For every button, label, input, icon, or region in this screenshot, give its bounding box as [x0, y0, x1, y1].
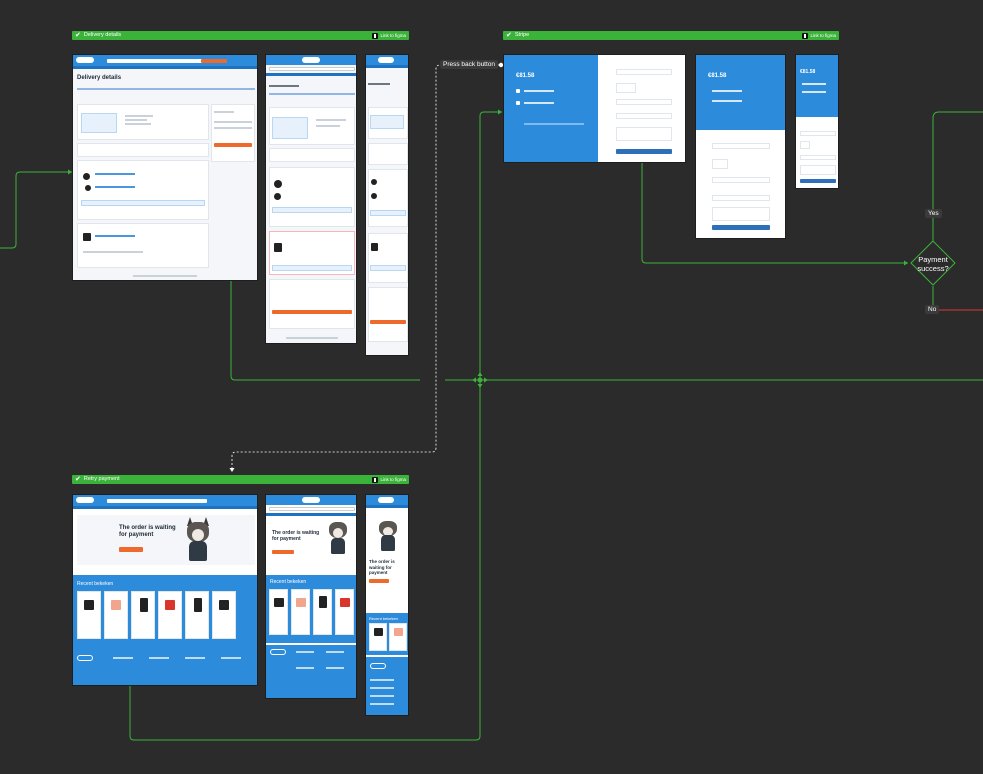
retry-desktop-screen: The order is waiting for payment Recent …: [72, 494, 258, 686]
site-footer: [266, 645, 356, 698]
delivery-tablet-screen: [265, 54, 357, 344]
section-title: Delivery details: [83, 32, 122, 38]
retry-heading: The order is waiting for payment: [119, 525, 176, 538]
section-title: Retry payment: [83, 476, 120, 482]
search-input[interactable]: [107, 59, 207, 63]
figma-link[interactable]: Link to figma: [802, 31, 836, 40]
search-input[interactable]: [269, 67, 355, 71]
yes-label: Yes: [925, 209, 942, 218]
webshop-logo: [302, 57, 320, 63]
stripe-desktop-screen: €81.58: [503, 54, 686, 163]
site-footer: [366, 657, 408, 715]
check-icon: ✔: [75, 476, 81, 483]
section-header-stripe: ✔Stripe Link to figma: [503, 31, 839, 40]
retry-heading: The order is waiting for payment: [369, 559, 395, 575]
check-icon: ✔: [506, 32, 512, 39]
retry-tablet-screen: The order is waiting for payment Recent …: [265, 494, 357, 699]
order-total: €81.58: [708, 73, 727, 79]
delivery-desktop-screen: Delivery details: [72, 54, 258, 281]
dog-illustration: [183, 517, 213, 563]
retry-mobile-screen: The order is waiting for payment Recent …: [365, 494, 409, 716]
figma-icon: [372, 32, 379, 39]
delivery-mobile-screen: [365, 54, 409, 356]
search-input[interactable]: [107, 499, 207, 503]
webshop-logo: [378, 57, 394, 63]
section-title: Stripe: [514, 32, 530, 38]
retry-pay-button[interactable]: [272, 550, 294, 554]
email-field[interactable]: [616, 69, 672, 75]
site-footer: [73, 651, 257, 685]
back-button-label: Press back button: [440, 60, 499, 69]
figma-icon: [372, 476, 379, 483]
stripe-tablet-screen: €81.58: [695, 54, 786, 239]
figma-icon: [802, 32, 809, 39]
webshop-logo: [302, 497, 320, 503]
section-header-delivery: ✔Delivery details Link to figma: [72, 31, 409, 40]
pay-button[interactable]: [214, 143, 252, 147]
pay-button[interactable]: [272, 310, 352, 314]
webshop-logo: [76, 497, 94, 503]
connector-incoming: [0, 171, 72, 249]
dog-illustration: [326, 520, 350, 558]
webshop-logo: [76, 57, 94, 63]
figma-link[interactable]: Link to figma: [372, 31, 406, 40]
webshop-logo: [378, 497, 394, 503]
pay-button[interactable]: [370, 320, 406, 324]
check-icon: ✔: [75, 32, 81, 39]
retry-heading: The order is waiting for payment: [272, 530, 320, 542]
connector-bus-to-stripe: [479, 111, 502, 380]
pay-button[interactable]: [616, 149, 672, 154]
pay-button[interactable]: [712, 225, 770, 230]
stripe-mobile-screen: €81.58: [795, 54, 839, 189]
figma-link[interactable]: Link to figma: [372, 475, 406, 484]
pay-button[interactable]: [800, 179, 836, 183]
email-field[interactable]: [712, 143, 770, 149]
no-label: No: [925, 305, 940, 314]
recent-heading: Recent bekeken: [77, 581, 114, 587]
dog-illustration: [376, 519, 400, 553]
order-total: €81.58: [516, 73, 535, 79]
card-number-field[interactable]: [616, 99, 672, 105]
page-title: Delivery details: [77, 75, 122, 81]
retry-pay-button[interactable]: [119, 547, 143, 552]
order-total: €81.58: [800, 69, 816, 75]
section-header-retry: ✔Retry payment Link to figma: [72, 475, 409, 484]
retry-pay-button[interactable]: [369, 579, 389, 583]
connector-yes: [932, 111, 983, 241]
